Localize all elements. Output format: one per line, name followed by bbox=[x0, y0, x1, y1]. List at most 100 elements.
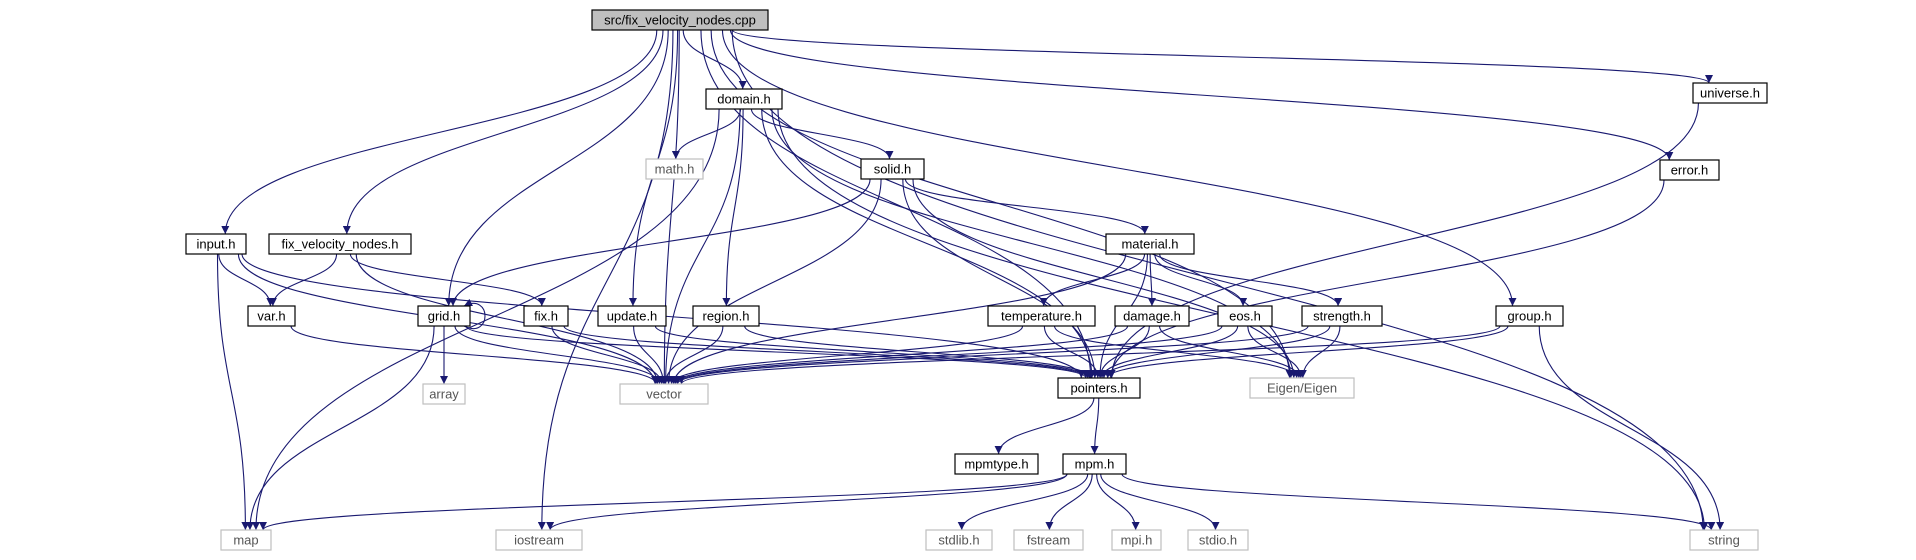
edge-line bbox=[654, 325, 1094, 379]
node-box bbox=[705, 88, 783, 110]
edge-line bbox=[355, 253, 662, 385]
edge-group-to-pointers bbox=[1103, 325, 1509, 379]
node-label: error.h bbox=[1671, 163, 1709, 178]
node-domain[interactable]: domain.h bbox=[705, 88, 783, 110]
node-box bbox=[247, 305, 296, 327]
edge-line bbox=[449, 178, 871, 307]
edge-line bbox=[245, 325, 435, 531]
node-box bbox=[268, 233, 412, 255]
edge-root-to-universe bbox=[731, 29, 1713, 84]
node-universe[interactable]: universe.h bbox=[1692, 82, 1768, 104]
node-box bbox=[1111, 529, 1162, 551]
edge-line bbox=[1121, 473, 1716, 531]
edge-var-to-vector bbox=[290, 325, 661, 385]
edge-grid-to-grid bbox=[463, 298, 486, 329]
node-mpmtype[interactable]: mpmtype.h bbox=[954, 453, 1039, 475]
edge-material-to-vector bbox=[669, 253, 1127, 385]
node-label: string bbox=[1708, 533, 1740, 548]
edge-solid-to-eigen bbox=[912, 178, 1298, 379]
edge-universe-to-pointers bbox=[1107, 102, 1699, 379]
edge-line bbox=[1298, 325, 1341, 379]
edge-line bbox=[633, 325, 668, 385]
edge-line bbox=[673, 325, 1309, 385]
node-fvnh[interactable]: fix_velocity_nodes.h bbox=[268, 233, 412, 255]
node-error[interactable]: error.h bbox=[1659, 159, 1720, 181]
node-mpi: mpi.h bbox=[1111, 529, 1162, 551]
node-label: map bbox=[233, 533, 258, 548]
node-pointers[interactable]: pointers.h bbox=[1057, 377, 1141, 399]
node-string: string bbox=[1689, 529, 1759, 551]
node-eigen: Eigen/Eigen bbox=[1249, 377, 1355, 399]
node-group[interactable]: group.h bbox=[1495, 305, 1564, 327]
edge-mpm-to-stdlib bbox=[957, 473, 1089, 531]
node-box bbox=[1057, 377, 1141, 399]
node-box bbox=[1249, 377, 1355, 399]
node-box bbox=[1105, 233, 1195, 255]
node-label: iostream bbox=[514, 533, 564, 548]
edge-group-to-vector bbox=[677, 325, 1501, 385]
node-region[interactable]: region.h bbox=[692, 305, 760, 327]
edge-solid-to-grid bbox=[449, 178, 871, 307]
edge-line bbox=[722, 108, 744, 307]
edge-line bbox=[259, 473, 1068, 531]
node-mpm[interactable]: mpm.h bbox=[1062, 453, 1127, 475]
edge-material-to-eos bbox=[1154, 253, 1248, 307]
edge-line bbox=[669, 253, 1127, 385]
edge-line bbox=[1538, 325, 1725, 531]
edge-line bbox=[1147, 253, 1156, 307]
node-solid[interactable]: solid.h bbox=[860, 158, 925, 180]
edge-line bbox=[669, 325, 1129, 385]
edge-domain-to-vector bbox=[661, 108, 741, 385]
edge-line bbox=[1158, 325, 1303, 379]
node-input[interactable]: input.h bbox=[185, 233, 247, 255]
edge-line bbox=[221, 29, 658, 235]
edge-domain-to-eigen bbox=[771, 108, 1295, 379]
edge-domain-to-map bbox=[251, 108, 720, 531]
node-damage[interactable]: damage.h bbox=[1114, 305, 1190, 327]
node-fix[interactable]: fix.h bbox=[523, 305, 569, 327]
edge-line bbox=[342, 29, 664, 235]
node-label: damage.h bbox=[1123, 309, 1181, 324]
edge-damage-to-vector bbox=[669, 325, 1129, 385]
node-temperature[interactable]: temperature.h bbox=[987, 305, 1096, 327]
edge-root-to-string bbox=[731, 29, 1708, 531]
edge-line bbox=[1043, 325, 1102, 379]
node-var[interactable]: var.h bbox=[247, 305, 296, 327]
edge-group-to-string bbox=[1538, 325, 1725, 531]
node-strength[interactable]: strength.h bbox=[1301, 305, 1383, 327]
edge-pointers-to-mpmtype bbox=[994, 397, 1095, 455]
edge-fvnh-to-vector bbox=[355, 253, 662, 385]
node-array: array bbox=[422, 383, 466, 405]
node-grid[interactable]: grid.h bbox=[417, 305, 471, 327]
node-material[interactable]: material.h bbox=[1105, 233, 1195, 255]
node-eos[interactable]: eos.h bbox=[1217, 305, 1273, 327]
node-label: stdlib.h bbox=[938, 533, 979, 548]
edge-fvnh-to-var bbox=[268, 253, 338, 307]
node-box bbox=[987, 305, 1096, 327]
edge-line bbox=[1039, 253, 1146, 307]
edge-root-to-grid bbox=[444, 29, 669, 307]
edge-line bbox=[268, 253, 338, 307]
node-label: fix_velocity_nodes.h bbox=[281, 237, 398, 252]
node-box bbox=[417, 305, 471, 327]
edge-temperature-to-pointers bbox=[1043, 325, 1102, 379]
node-label: pointers.h bbox=[1070, 381, 1127, 396]
node-label: domain.h bbox=[717, 92, 770, 107]
edge-solid-to-material bbox=[904, 178, 1149, 235]
edge-material-to-damage bbox=[1147, 253, 1156, 307]
node-update[interactable]: update.h bbox=[597, 305, 667, 327]
edge-region-to-pointers bbox=[744, 325, 1096, 379]
edge-line bbox=[744, 325, 1096, 379]
edge-region-to-vector bbox=[661, 325, 724, 385]
edge-line bbox=[912, 178, 1298, 379]
edge-mpm-to-mpi bbox=[1096, 473, 1140, 531]
edge-line bbox=[1100, 473, 1220, 531]
node-box bbox=[1301, 305, 1383, 327]
node-root[interactable]: src/fix_velocity_nodes.cpp bbox=[591, 9, 769, 31]
node-box bbox=[422, 383, 466, 405]
edge-root-to-error bbox=[729, 29, 1674, 161]
node-box bbox=[523, 305, 569, 327]
node-box bbox=[597, 305, 667, 327]
edge-line bbox=[771, 108, 1295, 379]
